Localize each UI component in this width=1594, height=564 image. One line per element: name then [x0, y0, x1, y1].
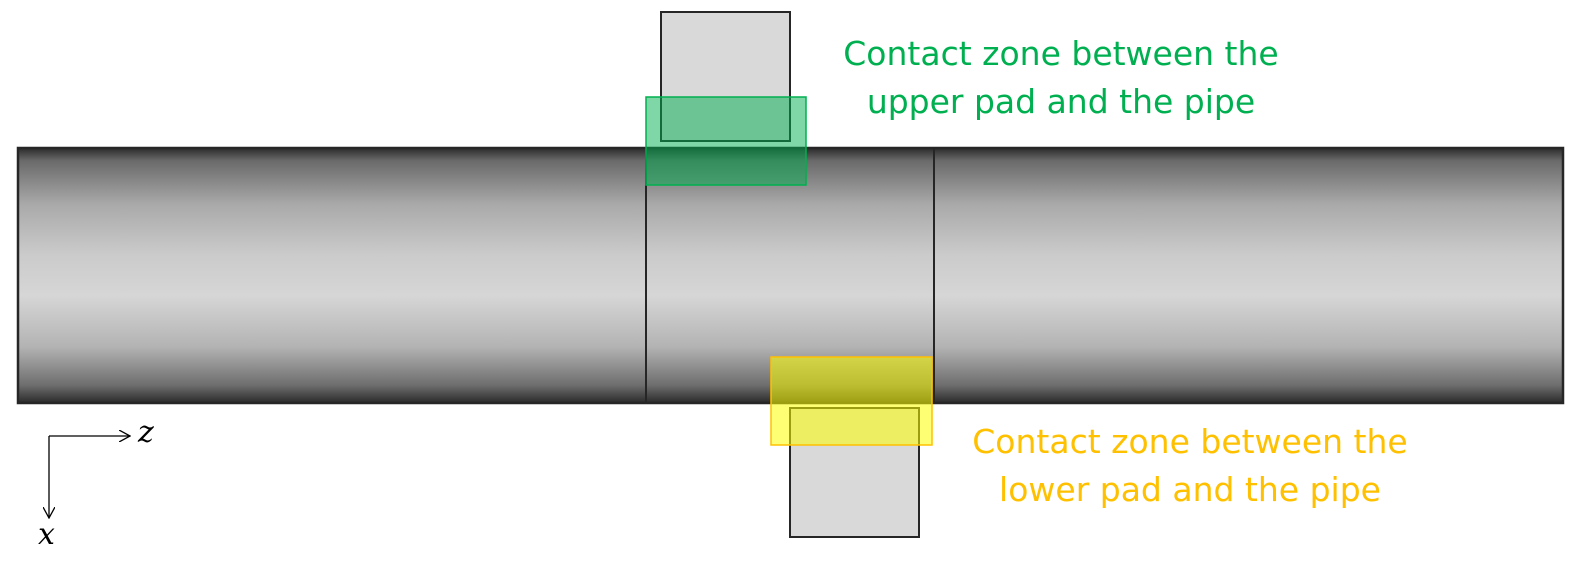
z-axis-label: z [138, 415, 154, 450]
axes [49, 436, 130, 518]
upper-contact-label-line2: upper pad and the pipe [866, 82, 1256, 121]
lower-contact-label-line2: lower pad and the pipe [999, 470, 1381, 509]
upper-contact-label-line1: Contact zone between the [843, 34, 1279, 73]
upper-contact-label: Contact zone between the upper pad and t… [826, 30, 1296, 126]
upper-contact-zone [645, 96, 807, 186]
lower-contact-label-line1: Contact zone between the [972, 422, 1408, 461]
lower-contact-label: Contact zone between the lower pad and t… [955, 418, 1425, 514]
x-axis-label: x [38, 517, 55, 552]
lower-contact-zone [770, 356, 933, 446]
